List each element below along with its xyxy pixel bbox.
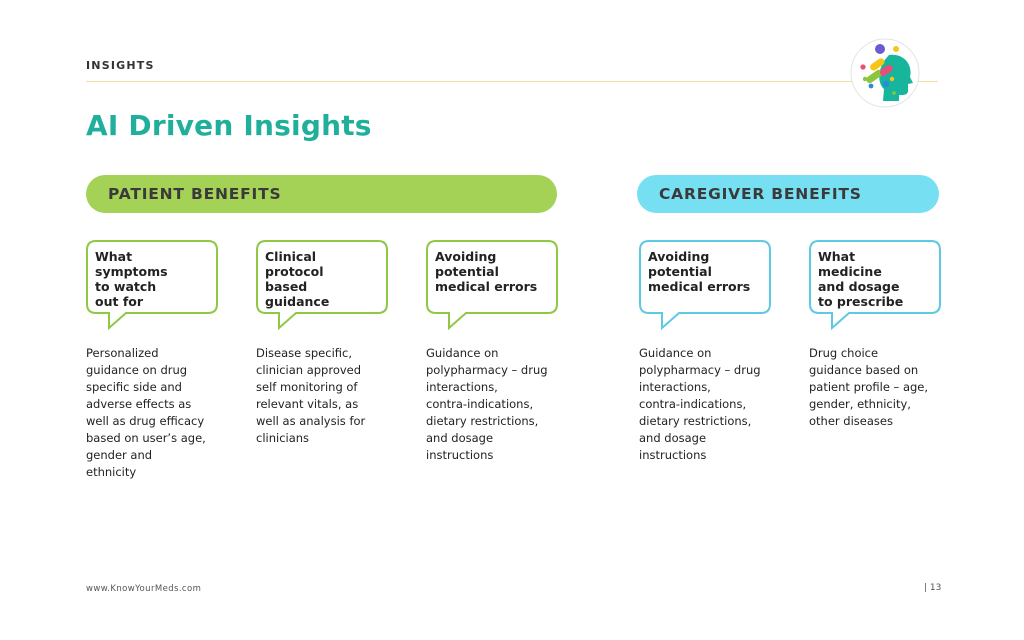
bubble-line: based [265, 279, 308, 294]
speech-bubble-icon [86, 240, 218, 330]
description-line: dietary restrictions, [639, 414, 752, 428]
bubble-text: What medicine and dosage to prescribe [818, 249, 936, 309]
speech-bubble-caregiver-2: What medicine and dosage to prescribe [809, 240, 941, 330]
speech-bubble-icon [809, 240, 941, 330]
bubble-line: Avoiding [435, 249, 497, 264]
description-line: ethnicity [86, 465, 137, 479]
description-line: Guidance on [426, 346, 499, 360]
speech-bubble-patient-2: Clinical protocol based guidance [256, 240, 388, 330]
description-line: polypharmacy – drug [639, 363, 761, 377]
bubble-line: medical errors [648, 279, 751, 294]
description-line: gender and [86, 448, 153, 462]
description-line: Guidance on [639, 346, 712, 360]
bubble-line: What [95, 249, 133, 264]
section-tag: INSIGHTS [86, 59, 155, 72]
description-line: Personalized [86, 346, 159, 360]
bubble-line: to watch [95, 279, 157, 294]
footer-website-link[interactable]: www.KnowYourMeds.com [86, 584, 202, 594]
description-caregiver-1: Guidance on polypharmacy – drug interact… [639, 345, 789, 464]
description-line: patient profile – age, [809, 380, 929, 394]
bubble-line: Avoiding [648, 249, 710, 264]
description-line: guidance on drug [86, 363, 188, 377]
description-line: relevant vitals, as [256, 397, 359, 411]
description-line: interactions, [426, 380, 498, 394]
bubble-line: guidance [265, 294, 330, 309]
caregiver-benefits-label: CAREGIVER BENEFITS [659, 185, 862, 203]
description-line: and dosage [639, 431, 707, 445]
description-line: and dosage [426, 431, 494, 445]
page-title: AI Driven Insights [86, 109, 372, 142]
bubble-line: and dosage [818, 279, 900, 294]
description-line: specific side and [86, 380, 182, 394]
speech-bubble-icon [639, 240, 771, 330]
knowyourmeds-logo-icon [850, 38, 920, 108]
bubble-line: Clinical [265, 249, 317, 264]
bubble-line: medicine [818, 264, 882, 279]
description-line: dietary restrictions, [426, 414, 539, 428]
description-line: well as drug efficacy [86, 414, 205, 428]
page-number: | 13 [924, 583, 942, 593]
speech-bubble-patient-1: What symptoms to watch out for [86, 240, 218, 330]
patient-benefits-header: PATIENT BENEFITS [86, 175, 557, 213]
description-patient-2: Disease specific, clinician approved sel… [256, 345, 406, 447]
bubble-line: potential [648, 264, 712, 279]
description-line: clinician approved [256, 363, 362, 377]
caregiver-benefits-header: CAREGIVER BENEFITS [637, 175, 939, 213]
speech-bubble-patient-3: Avoiding potential medical errors [426, 240, 558, 330]
description-caregiver-2: Drug choice guidance based on patient pr… [809, 345, 959, 430]
bubble-line: medical errors [435, 279, 538, 294]
description-line: contra-indications, [639, 397, 747, 411]
description-line: Disease specific, [256, 346, 352, 360]
speech-bubble-icon [426, 240, 558, 330]
description-line: adverse effects as [86, 397, 192, 411]
description-line: instructions [639, 448, 707, 462]
bubble-line: potential [435, 264, 499, 279]
description-line: based on user’s age, [86, 431, 206, 445]
description-line: Drug choice [809, 346, 879, 360]
bubble-line: protocol [265, 264, 324, 279]
bubble-text: What symptoms to watch out for [95, 249, 213, 309]
speech-bubble-icon [256, 240, 388, 330]
description-line: gender, ethnicity, [809, 397, 911, 411]
bubble-line: symptoms [95, 264, 168, 279]
header-divider [86, 81, 938, 82]
description-line: self monitoring of [256, 380, 358, 394]
bubble-line: What [818, 249, 856, 264]
bubble-line: out for [95, 294, 144, 309]
description-line: polypharmacy – drug [426, 363, 548, 377]
description-line: guidance based on [809, 363, 919, 377]
bubble-text: Clinical protocol based guidance [265, 249, 383, 309]
bubble-text: Avoiding potential medical errors [648, 249, 766, 294]
bubble-line: to prescribe [818, 294, 904, 309]
description-patient-1: Personalized guidance on drug specific s… [86, 345, 236, 481]
description-line: instructions [426, 448, 494, 462]
speech-bubble-caregiver-1: Avoiding potential medical errors [639, 240, 771, 330]
description-line: interactions, [639, 380, 711, 394]
description-line: contra-indications, [426, 397, 534, 411]
description-line: other diseases [809, 414, 893, 428]
description-line: well as analysis for [256, 414, 366, 428]
description-patient-3: Guidance on polypharmacy – drug interact… [426, 345, 576, 464]
patient-benefits-label: PATIENT BENEFITS [108, 185, 282, 203]
bubble-text: Avoiding potential medical errors [435, 249, 553, 294]
description-line: clinicians [256, 431, 310, 445]
